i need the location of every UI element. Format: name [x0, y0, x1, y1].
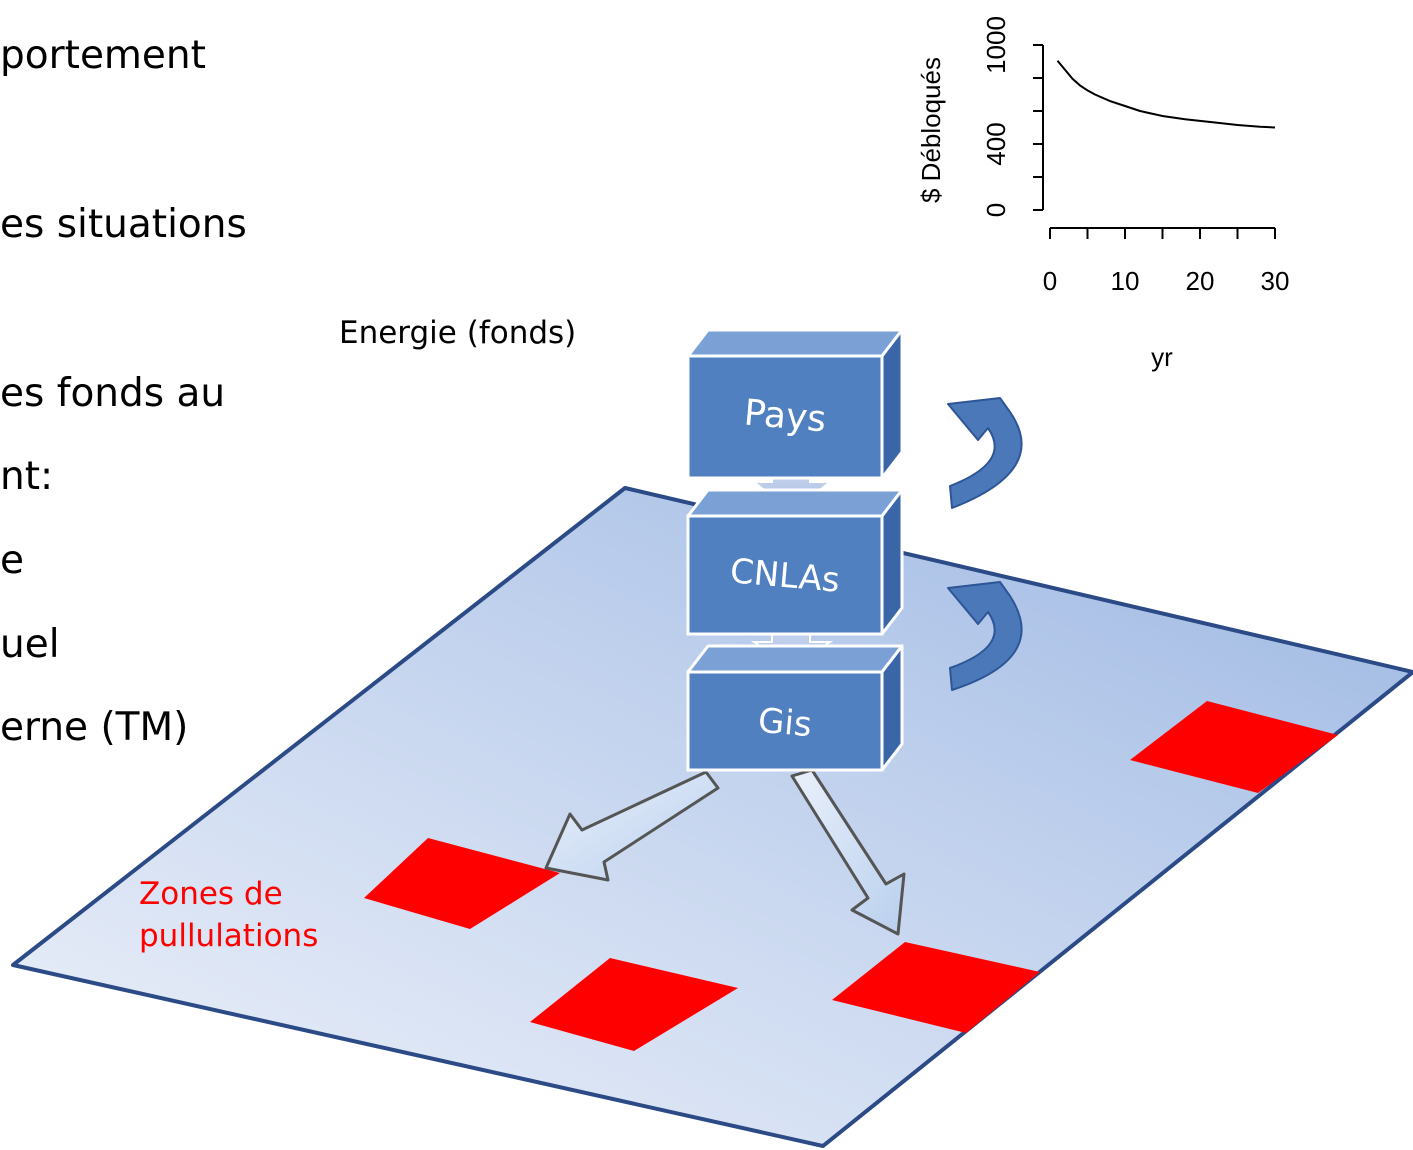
x-tick-label: 0 [1043, 266, 1057, 296]
arrow-gis-to-zone-left [544, 770, 720, 882]
curved-arrow-lower [947, 581, 1023, 691]
curved-arrow-upper [947, 397, 1023, 509]
series-line [1056, 60, 1276, 129]
bullet-text-7: erne (TM) [0, 705, 189, 750]
box-gis: Gis [686, 644, 904, 772]
x-tick-label: 30 [1261, 266, 1290, 296]
y-tick-label: 1000 [981, 16, 1011, 74]
x-tick-label: 10 [1111, 266, 1140, 296]
zones-label-line1: Zones de [139, 876, 283, 912]
ground-plane [11, 486, 1413, 1148]
x-ticks [1049, 228, 1276, 239]
funds-chart: 0 400 1000 0 10 20 30 $ Débloqués yr [916, 16, 1289, 372]
outbreak-zone-2 [530, 958, 738, 1051]
arrow-gis-to-zone-right [790, 768, 906, 936]
bullet-text-2: es situations [0, 202, 247, 247]
outbreak-zone-4 [1130, 701, 1338, 793]
energy-label: Energie (fonds) [339, 315, 577, 351]
chart-xlabel: yr [1151, 342, 1173, 372]
outbreak-zone-1 [364, 838, 560, 929]
bullet-text-6: uel [0, 622, 60, 667]
box-pays-label: Pays [742, 392, 827, 440]
x-tick-label: 20 [1186, 266, 1215, 296]
bullet-text-1: portement [0, 33, 206, 78]
chart-ylabel: $ Débloqués [916, 57, 946, 203]
zones-label-line2: pullulations [139, 918, 319, 954]
bullet-text-4: nt: [0, 454, 54, 499]
x-tick-labels: 0 10 20 30 [1043, 266, 1290, 296]
bullet-text-5: e [0, 538, 24, 583]
y-tick-label: 0 [981, 203, 1011, 217]
y-ticks [1033, 44, 1043, 211]
outbreak-zone-3 [832, 942, 1040, 1033]
y-tick-label: 400 [981, 122, 1011, 165]
bullet-text-3: es fonds au [0, 371, 226, 416]
y-tick-labels: 0 400 1000 [981, 16, 1011, 217]
box-cnlas-label: CNLAs [728, 551, 841, 600]
box-cnlas: CNLAs [686, 488, 904, 636]
box-pays: Pays [686, 328, 904, 480]
box-gis-label: Gis [757, 701, 814, 746]
